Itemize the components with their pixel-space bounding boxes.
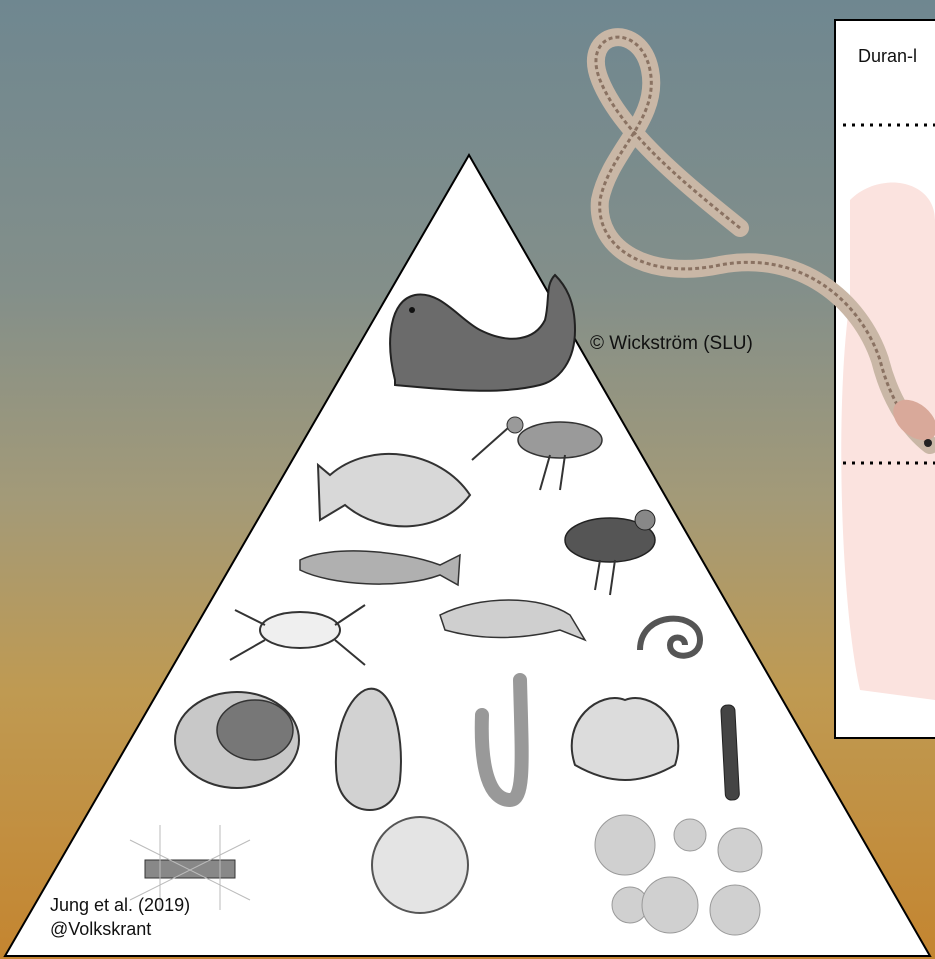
phytoplankton-illustration [372, 817, 468, 913]
pyramid-source-credit: Jung et al. (2019) @Volkskrant [50, 893, 190, 941]
eel-photo-credit: © Wickström (SLU) [590, 333, 753, 355]
cockle-illustration [572, 698, 679, 780]
panel-caption: Duran-l [858, 46, 917, 67]
clam-illustration [175, 692, 299, 788]
credit-line-handle: @Volkskrant [50, 917, 190, 941]
credit-line-authors: Jung et al. (2019) [50, 893, 190, 917]
